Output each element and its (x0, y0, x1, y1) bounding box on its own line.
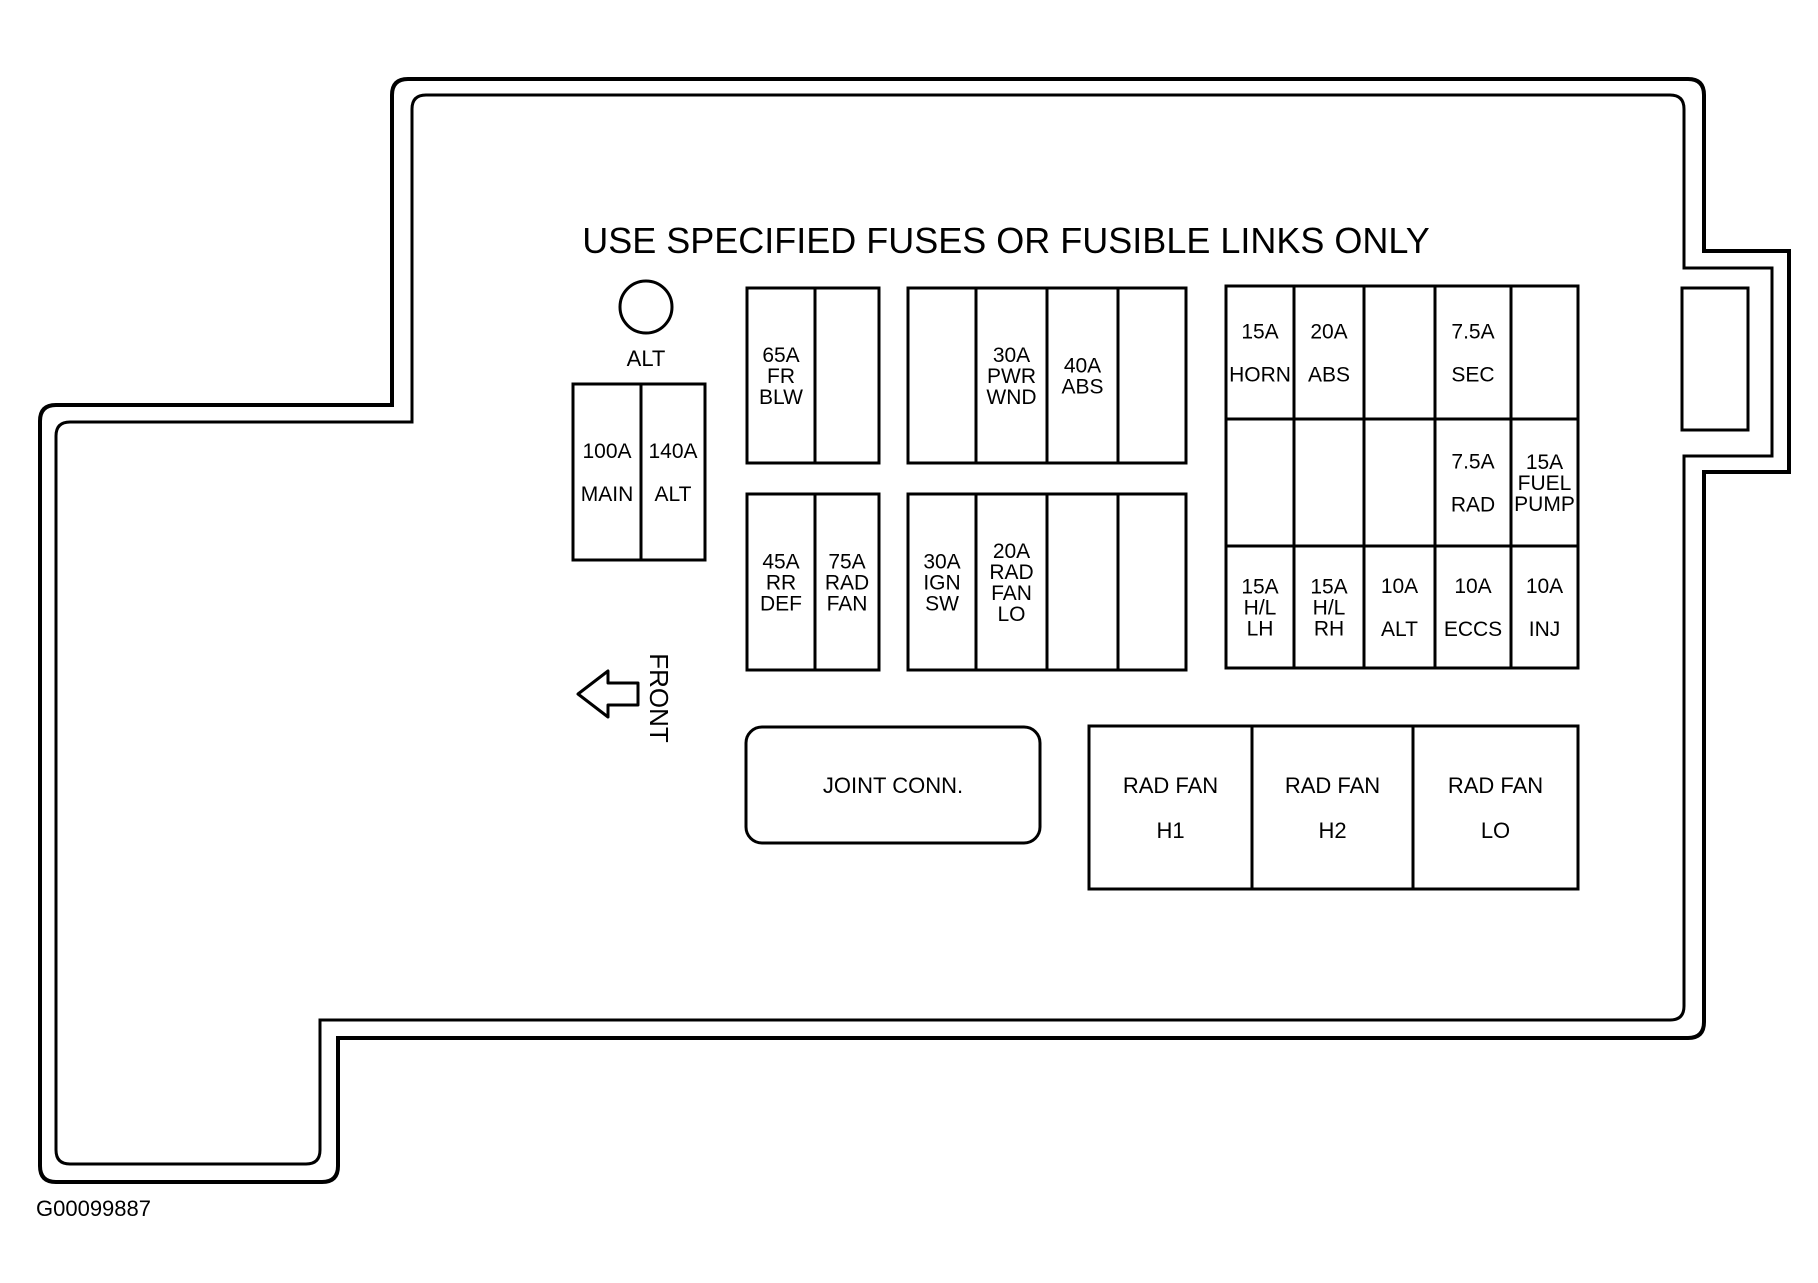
fuse-grid-r3c4-outline (1433, 544, 1513, 670)
fuse-grid-r1c5-outline (1509, 284, 1580, 421)
fuse-grid-r2c3 (1362, 417, 1437, 548)
fusible-link-1-outline (571, 382, 643, 562)
fuse-block-a-2 (813, 286, 881, 465)
front-label: FRONT (644, 653, 674, 743)
housing-inner-outline (54, 93, 1774, 1166)
fuse-grid-r1c5 (1509, 284, 1580, 421)
alt-terminal-label: ALT (627, 346, 666, 371)
figure-id: G00099887 (36, 1196, 151, 1221)
fuse-block-b-4 (1116, 286, 1188, 465)
fuse-grid-r2c2-outline (1292, 417, 1366, 548)
fusible-link-2-outline (639, 382, 707, 562)
fuse-grid-r3c5-outline (1509, 544, 1580, 670)
fuse-block-a-1-outline (745, 286, 817, 465)
relay-2-outline (1250, 724, 1415, 891)
circle-terminal-icon (618, 279, 674, 335)
fuse-grid-r1c2-outline (1292, 284, 1366, 421)
fuse-grid-r1c1-outline (1224, 284, 1296, 421)
fuse-block-d-2-outline (974, 492, 1049, 672)
fuse-block-a-2-outline (813, 286, 881, 465)
fuse-block-b-4-outline (1116, 286, 1188, 465)
fuse-grid-r1c4-outline (1433, 284, 1513, 421)
fuse-grid-r2c1-outline (1224, 417, 1296, 548)
fuse-block-b-1-outline (906, 286, 978, 465)
side-tab (1680, 286, 1750, 432)
joint-connector-label: JOINT CONN. (823, 773, 963, 798)
fuse-grid-r3c3-outline (1362, 544, 1437, 670)
warning-header: USE SPECIFIED FUSES OR FUSIBLE LINKS ONL… (582, 220, 1430, 261)
fuse-grid-r1c3 (1362, 284, 1437, 421)
fuse-block-d-4-outline (1116, 492, 1188, 672)
fuse-block-d-4 (1116, 492, 1188, 672)
fuse-block-c-2-outline (813, 492, 881, 672)
arrow-left-icon (576, 669, 640, 719)
relay-1-outline (1087, 724, 1254, 891)
fuse-block-d-3-outline (1045, 492, 1120, 672)
fuse-grid-r1c3-outline (1362, 284, 1437, 421)
housing-outer-outline (38, 77, 1791, 1184)
joint-connector (744, 725, 1042, 845)
fuse-block-d-3 (1045, 492, 1120, 672)
fuse-block-b-3-outline (1045, 286, 1120, 465)
fuse-grid-r2c4-outline (1433, 417, 1513, 548)
relay-3-outline (1411, 724, 1580, 891)
fuse-grid-r3c2-outline (1292, 544, 1366, 670)
fuse-grid-r2c1 (1224, 417, 1296, 548)
fuse-grid-r2c3-outline (1362, 417, 1437, 548)
fuse-block-b-1 (906, 286, 978, 465)
fuse-grid-r2c2 (1292, 417, 1366, 548)
